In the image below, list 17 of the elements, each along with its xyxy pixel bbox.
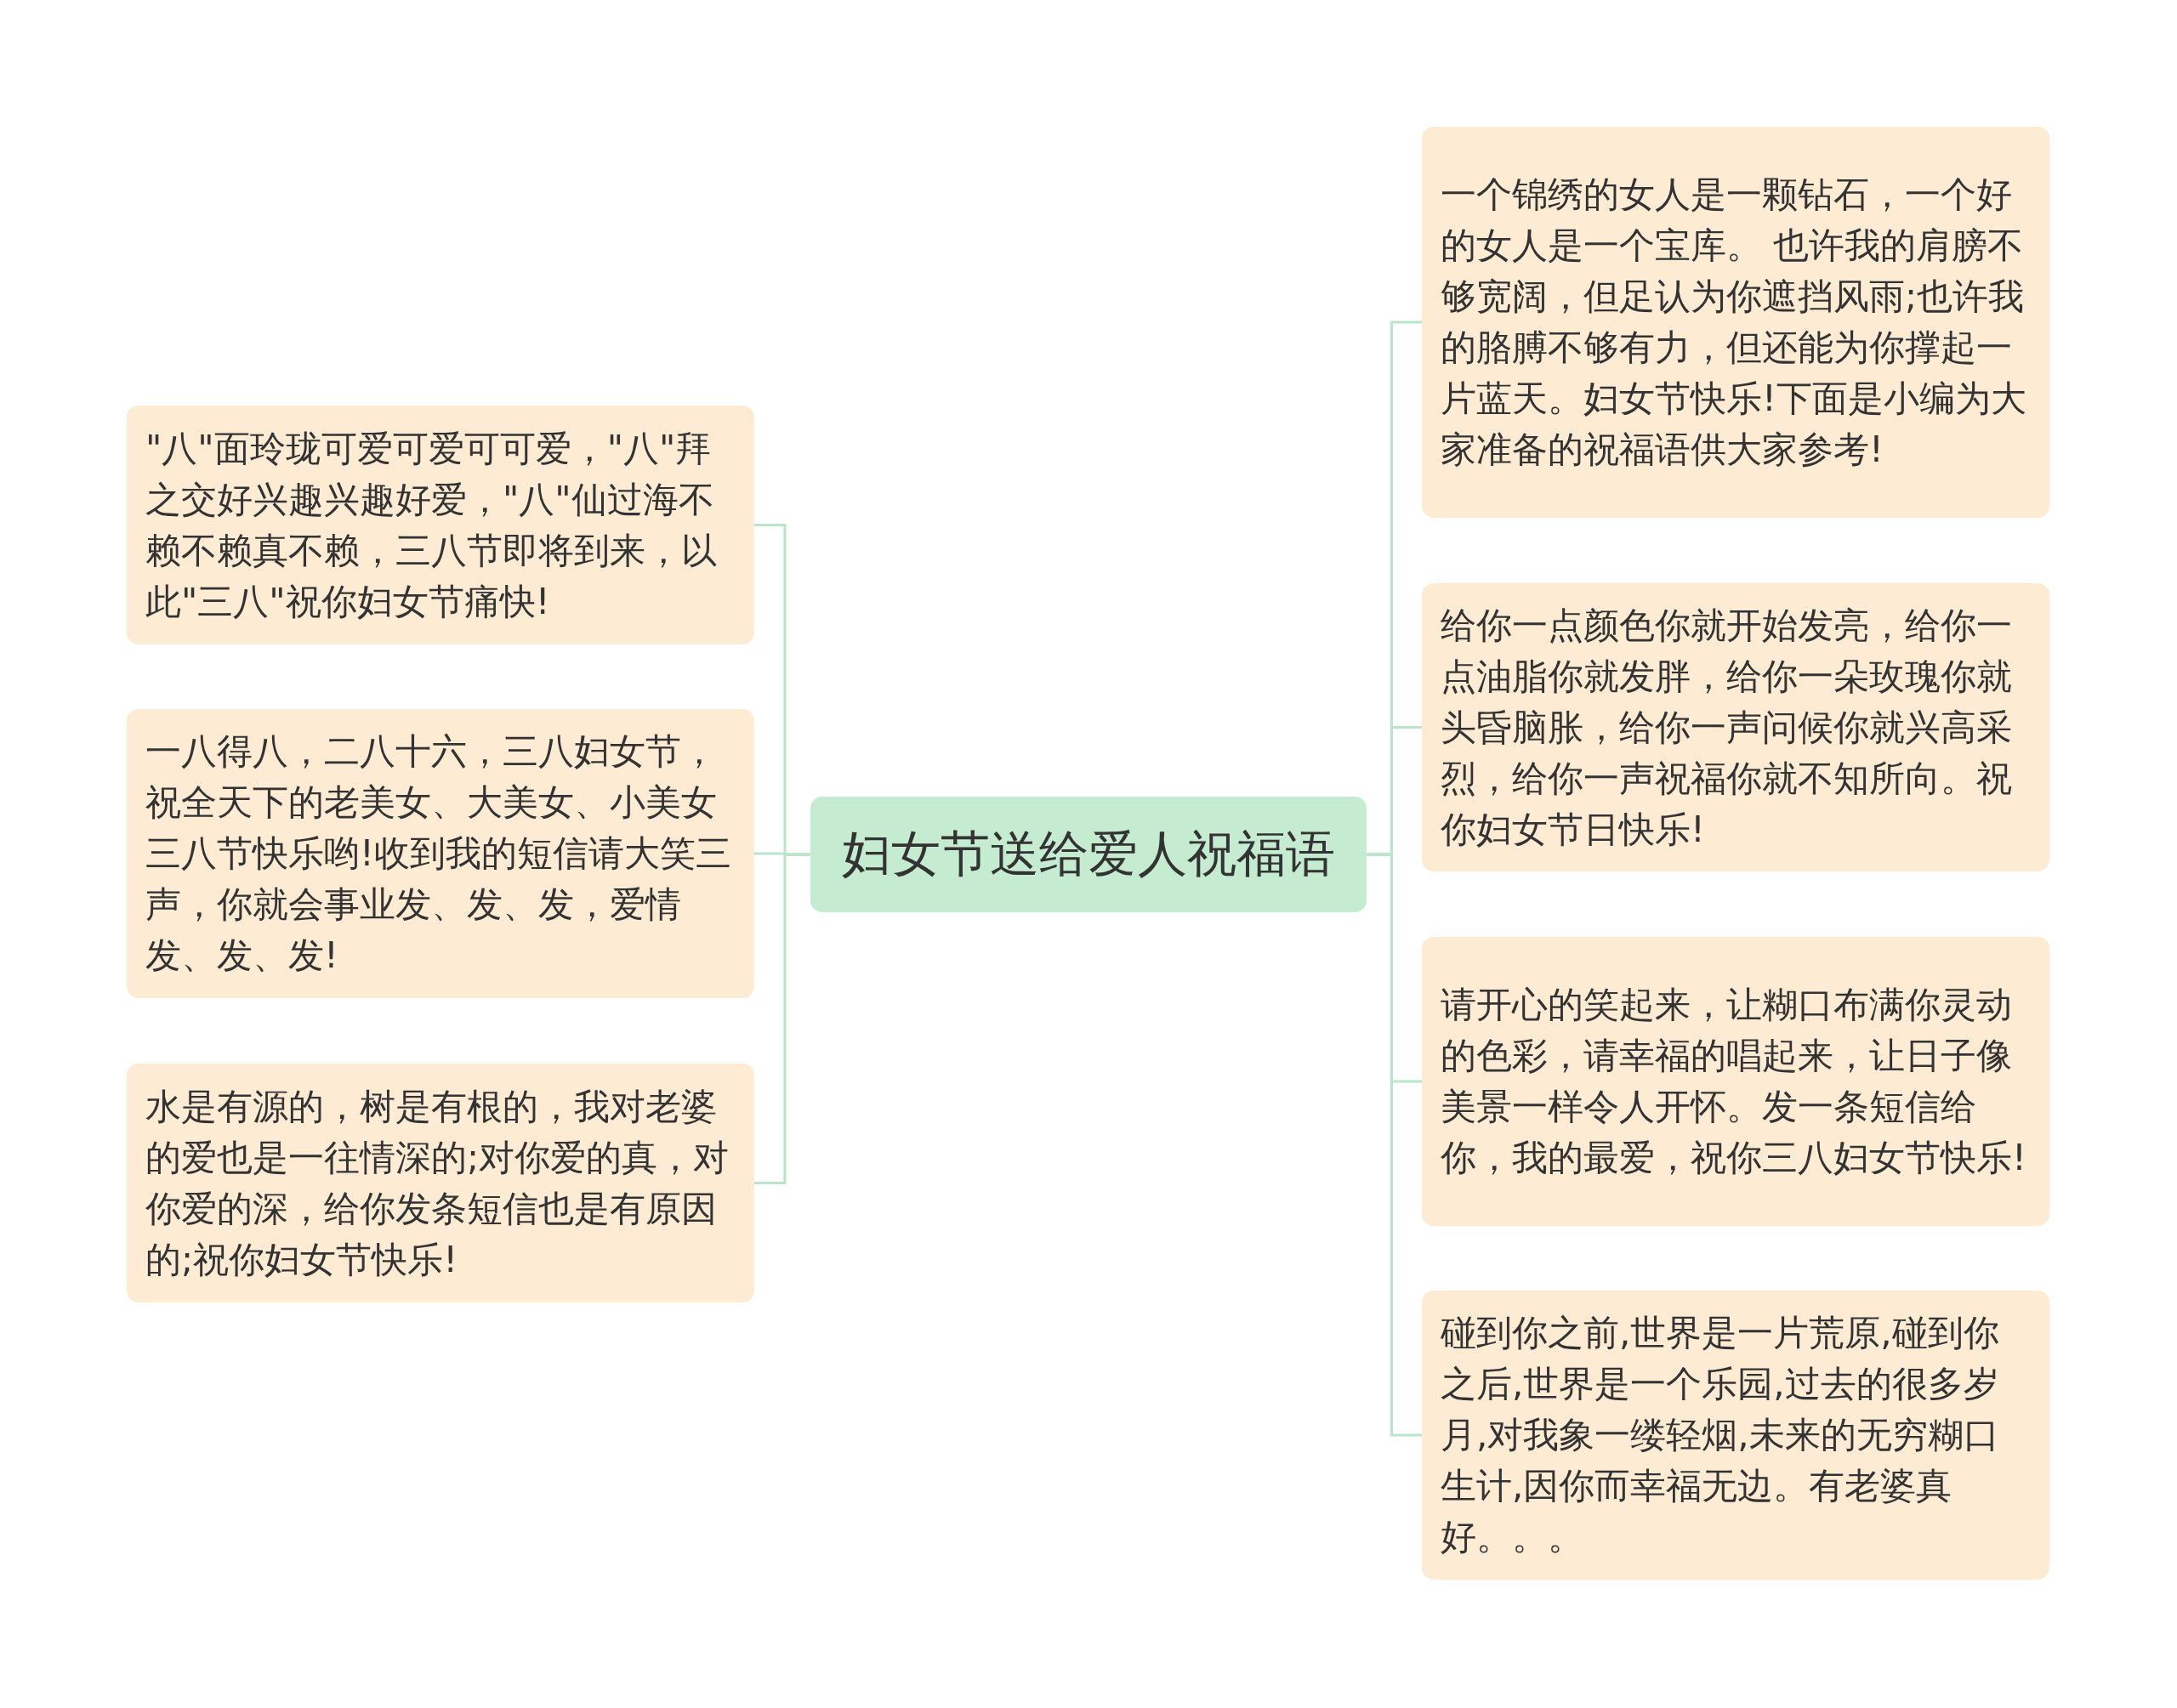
- subtopic-text: 水是有源的，树是有根的，我对老婆的爱也是一往情深的;对你爱的真，对你爱的深，给你发条短信也是有原因的;祝你妇女节快乐!: [145, 1084, 730, 1282]
- subtopic-text: 给你一点颜色你就开始发亮，给你一点油脂你就发胖，给你一朵玫瑰你就头昏脑胀，给你一声问候你就兴高采烈，给你一声祝福你就不知所向。祝你妇女节日快乐!: [1441, 603, 2013, 852]
- subtopic-box: [127, 1064, 754, 1302]
- subtopic-box: [127, 709, 754, 998]
- subtopic-box: [127, 406, 754, 644]
- subtopic-text: 碰到你之前,世界是一片荒原,碰到你之后,世界是一个乐园,过去的很多岁月,对我象一缕轻烟,未来的无穷糊口生计,因你而幸福无边。有老婆真好。。。: [1441, 1311, 2000, 1559]
- subtopic-box: [1422, 1291, 2049, 1580]
- subtopic-text: 请开心的笑起来，让糊口布满你灵动的色彩，请幸福的唱起来，让日子像美景一样令人开怀。发一条短信给你，我的最爱，祝你三八妇女节快乐!: [1441, 983, 2027, 1180]
- subtopic-box: [1422, 937, 2049, 1226]
- connector-line: [754, 853, 810, 1184]
- subtopic-text: 一八得八，二八十六，三八妇女节，祝全天下的老美女、大美女、小美女三八节快乐哟!收到我的短信请大笑三声，你就会事业发、发、发，爱情发、发、发!: [145, 729, 732, 978]
- subtopic-box: [1422, 583, 2049, 871]
- subtopic-text: "八"面玲珑可爱可爱可可爱，"八"拜之交好兴趣兴趣好爱，"八"仙过海不赖不赖真不赖，三八节即将到来，以此"三八"祝你妇女节痛快!: [145, 426, 718, 624]
- subtopic-box: [1422, 127, 2049, 518]
- central-topic-box: [810, 797, 1367, 912]
- central-topic-text: 妇女节送给爱人祝福语: [842, 824, 1335, 884]
- subtopic-text: 一个锦绣的女人是一颗钻石，一个好的女人是一个宝库。 也许我的肩膀不够宽阔，但足认为你遮挡风雨;也许我的胳膊不够有力，但还能为你撑起一片蓝天。妇女节快乐!下面是小编为大家准备的祝福语供大家参考!: [1441, 173, 2027, 472]
